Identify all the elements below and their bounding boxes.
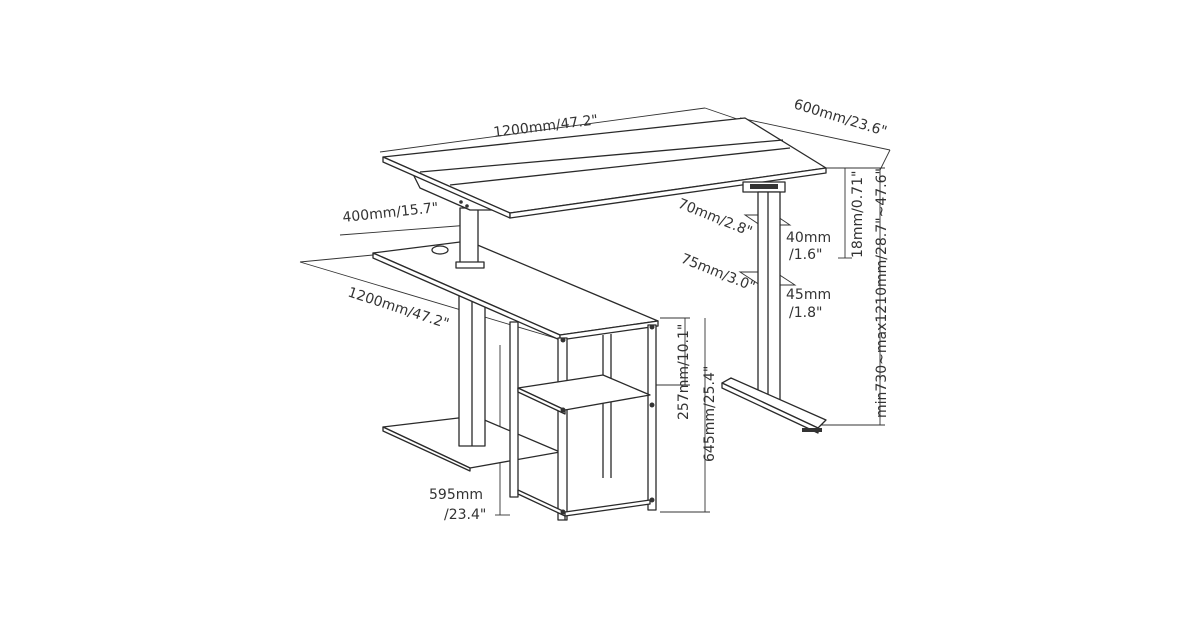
label-shelf-height: 645mm/25.4" bbox=[702, 366, 718, 462]
label-upper-column-width: 40mm bbox=[786, 230, 831, 246]
main-desktop bbox=[382, 117, 827, 219]
dimension-lines bbox=[299, 107, 891, 516]
label-upper-column-width-in: /1.6" bbox=[789, 247, 822, 263]
label-lower-column-width: 45mm bbox=[786, 287, 831, 303]
right-lift-column bbox=[757, 191, 781, 401]
label-return-depth: 400mm/15.7" bbox=[342, 200, 439, 226]
left-lift-column bbox=[459, 207, 479, 267]
label-height-range: min730~max1210mm/28.7"~47.6" bbox=[874, 168, 890, 418]
label-lower-column-width-in: /1.8" bbox=[789, 305, 822, 321]
cable-grommet bbox=[431, 245, 449, 255]
label-shelf-gap: 257mm/10.1" bbox=[676, 324, 692, 420]
label-lower-column-depth: 75mm/3.0" bbox=[679, 251, 758, 295]
label-return-height: 595mm bbox=[429, 487, 483, 503]
label-top-depth: 600mm/23.6" bbox=[792, 97, 889, 140]
label-top-thickness: 18mm/0.71" bbox=[850, 171, 866, 258]
label-return-height-in: /23.4" bbox=[444, 507, 486, 523]
label-upper-column-depth: 70mm/2.8" bbox=[676, 196, 755, 240]
shelf-unit bbox=[509, 321, 657, 521]
